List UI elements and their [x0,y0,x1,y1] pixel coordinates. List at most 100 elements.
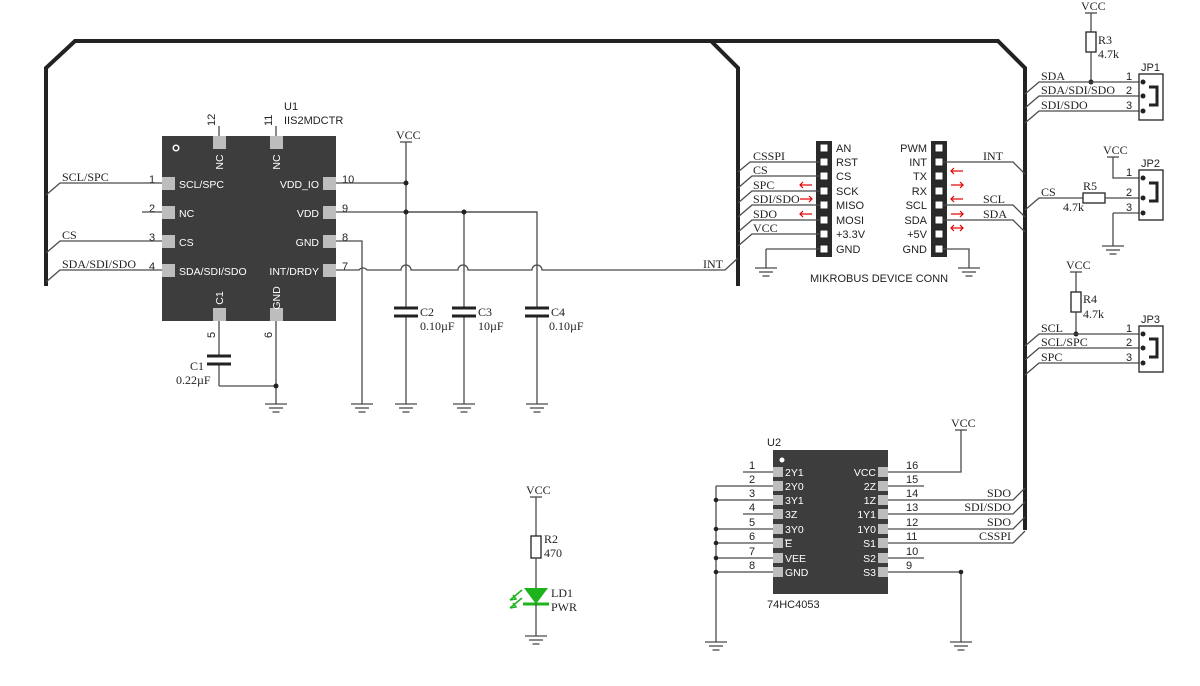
u2-right-num: 11 [906,531,917,543]
u1-pin3-label: CS [179,237,194,249]
ld1-label: PWR [551,600,577,614]
jp3-pin-1: 1 [1126,323,1132,335]
jp1-net-1: SDA [1041,69,1065,83]
resistor-r5 [1082,192,1106,204]
u2-left-label: 3Y0 [785,524,804,536]
jp1-pin-1: 1 [1126,71,1132,83]
mb-right-label: SCL [906,200,927,212]
ground-symbol [949,635,973,651]
net-int-u1: INT [703,257,724,271]
ground-symbol [452,397,476,413]
r4-ref: R4 [1083,292,1097,306]
u1-pin6-num: 6 [263,332,275,338]
u2-left-label: 2Y0 [785,481,804,493]
arrow-icon [950,167,964,232]
jp1-pin-3: 3 [1126,100,1132,112]
jp1-net-3: SDI/SDO [1041,98,1088,112]
mb-net-int: INT [983,149,1004,163]
u2-left-label: 3Y1 [785,495,804,507]
u1-pin6-label: GND [271,286,283,310]
r2-val: 470 [544,546,562,560]
mb-net-vcc: VCC [753,221,778,235]
u1-pin9-num: 9 [342,203,348,215]
u2-ic [773,450,888,594]
ground-symbol [394,397,418,413]
u1-pin5-num: 5 [206,332,218,338]
u1-pin5-label: C1 [214,291,226,305]
ground-symbol [350,397,374,413]
u1-pin12-label: NC [214,154,226,170]
u2-left-num: 5 [749,517,755,529]
jp3-ref: JP3 [1141,314,1160,326]
net-scl-spc-u1: SCL/SPC [62,170,109,184]
u2-left-num: 1 [749,460,755,472]
r3-val: 4.7k [1098,47,1119,61]
vcc-label-r3: VCC [1081,0,1106,13]
jp1-net-2: SDA/SDI/SDO [1041,83,1115,97]
mb-net-spc: SPC [753,178,774,192]
u1-pin11-num: 11 [263,115,275,126]
c1-val: 0.22µF [176,373,211,387]
u2-part: 74HC4053 [767,599,820,611]
jp2-pin-2: 2 [1126,187,1132,199]
u2-left-num: 3 [749,488,755,500]
u2-right-num: 9 [906,560,912,572]
u2-right-label: S2 [863,553,876,565]
net-cs-u1: CS [62,228,77,242]
u1-pin8-label: GND [296,237,320,249]
jumper-jp2 [1138,169,1164,221]
led-icon [509,588,549,609]
mb-right-label: TX [913,171,928,183]
mikrobus-right-header [931,141,947,257]
mb-net-cs: CS [753,163,768,177]
u1-pin3-num: 3 [149,232,155,244]
u1-pin9-label: VDD [297,208,320,220]
mb-net-scl: SCL [983,192,1005,206]
mb-left-label: MOSI [836,215,864,227]
net-sda-u1: SDA/SDI/SDO [62,257,136,271]
arrow-icon [799,181,813,218]
u1-pin10-label: VDD_IO [280,179,319,191]
u2-net-sdi-sdo: SDI/SDO [964,500,1011,514]
u2-net-sdo2: SDO [987,515,1011,529]
mb-left-label: CS [836,171,851,183]
resistor-r3 [1085,31,1097,53]
u1-pin12-num: 12 [206,114,218,126]
u1-pin4-num: 4 [149,261,155,273]
jumper-jp3 [1138,325,1164,373]
u1-part: IIS2MDCTR [284,115,343,127]
jumper-jp1 [1138,73,1164,121]
r3-ref: R3 [1098,33,1112,47]
mb-right-label: GND [903,244,928,256]
mikrobus-left-header [816,141,832,257]
u2-right-num: 13 [906,502,918,514]
ground-symbol [1101,239,1125,255]
jp3-pin-2: 2 [1126,337,1132,349]
u2-right-label: VCC [854,467,877,479]
mb-net-csspi: CSSPI [753,149,785,163]
mb-left-label: AN [836,143,851,155]
mb-left-label: RST [836,157,858,169]
u2-right-label: 1Y0 [857,524,876,536]
mb-left-label: GND [836,244,861,256]
vcc-label-u2: VCC [951,416,976,430]
jp3-net-2: SCL/SPC [1041,335,1088,349]
mb-right-label: PWM [900,143,927,155]
jp1-pin-2: 2 [1126,85,1132,97]
jp3-net-3: SPC [1041,350,1062,364]
u2-left-num: 4 [749,502,755,514]
u2-right-num: 12 [906,517,918,529]
u1-pin2-num: 2 [149,203,155,215]
u1-pin1-num: 1 [149,174,155,186]
u1-pin1-label: SCL/SPC [179,179,224,191]
vcc-label-u1: VCC [396,128,421,142]
u2-right-num: 10 [906,546,918,558]
u2-net-csspi: CSSPI [979,529,1011,543]
jp2-ref: JP2 [1141,158,1160,170]
jp3-pin-3: 3 [1126,352,1132,364]
r5-ref: R5 [1083,179,1097,193]
u2-left-num: 8 [749,560,755,572]
c3-ref: C3 [478,305,492,319]
u2-left-num: 2 [749,474,755,486]
